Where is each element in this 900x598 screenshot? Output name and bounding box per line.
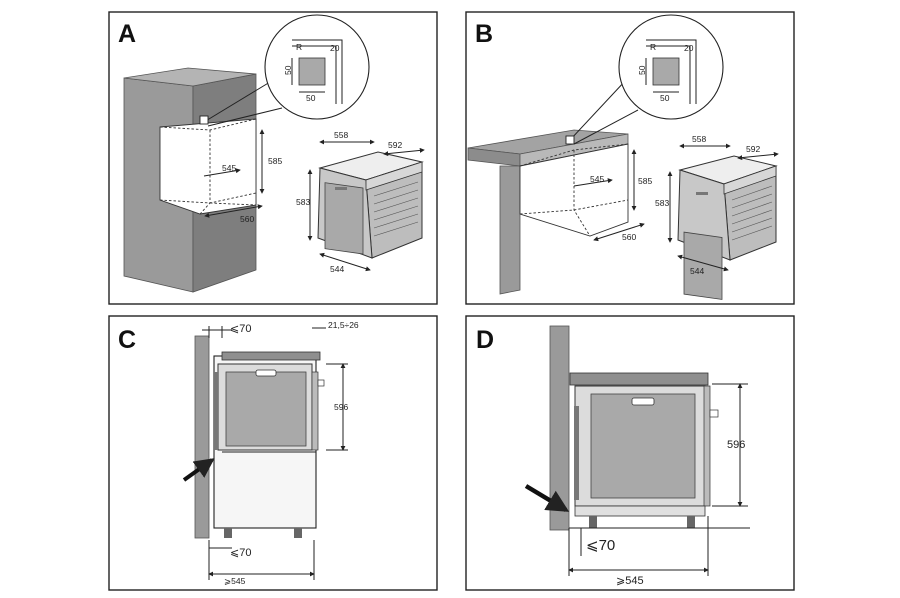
height-c-label: 596: [334, 402, 348, 412]
panel-c-letter: C: [118, 326, 136, 354]
panel-b-frame: [465, 11, 795, 305]
oven-height-label: 583: [296, 197, 310, 207]
niche-b-depth-label: 545: [590, 174, 604, 184]
panel-a: A 585 545 560 R 20: [108, 11, 438, 305]
detail-callout: R 20 50 50: [264, 14, 370, 120]
oven-b: [677, 155, 778, 300]
oven-c: [214, 363, 325, 451]
height-d-label: 596: [727, 439, 745, 451]
wall-c: [194, 335, 210, 539]
gap-top-label: ⩽70: [230, 323, 251, 335]
detail-radius-label: R: [296, 42, 302, 52]
gap-bottom-d-label: ⩽70: [586, 537, 615, 554]
column-cabinet: [123, 67, 257, 293]
detail-b-radius-label: R: [650, 42, 656, 52]
panel-c: C ⩽70 21,5÷26 596 ⩽70: [108, 315, 438, 591]
panel-a-letter: A: [118, 20, 136, 48]
detail-offset-label: 20: [330, 43, 340, 53]
vent-arrow-d: [524, 484, 570, 512]
oven-d: [574, 385, 719, 517]
depth-c-label: ⩾545: [224, 576, 246, 586]
oven-b-depth-label: 592: [746, 144, 760, 154]
oven-width-top-label: 558: [334, 130, 348, 140]
wall-d: [549, 325, 570, 531]
oven-depth-label: 592: [388, 140, 402, 150]
gap-bottom-label: ⩽70: [230, 547, 251, 559]
oven-a: [317, 151, 424, 259]
panel-b-letter: B: [475, 20, 493, 48]
niche-b-height-label: 585: [638, 176, 652, 186]
oven-b-height-label: 583: [655, 198, 669, 208]
oven-b-width-top-label: 558: [692, 134, 706, 144]
gap-side-label: 21,5÷26: [328, 320, 359, 330]
panel-d: D 596 ⩽70 ⩾545: [465, 315, 795, 591]
depth-d-label: ⩾545: [616, 575, 644, 587]
vent-arrow-c: [182, 458, 215, 482]
niche-b-width-label: 560: [622, 232, 636, 242]
oven-b-width-bottom-label: 544: [690, 266, 704, 276]
panel-c-frame: [108, 315, 438, 591]
detail-height-label: 50: [283, 65, 293, 75]
panel-d-frame: [465, 315, 795, 591]
niche-width-label: 560: [240, 214, 254, 224]
panel-b: B 585 545 560 R 20 50: [465, 11, 795, 305]
niche-depth-label: 545: [222, 163, 236, 173]
panel-d-letter: D: [476, 326, 494, 354]
detail-b-width-label: 50: [660, 93, 670, 103]
detail-b-height-label: 50: [637, 65, 647, 75]
detail-callout-b: R 20 50 50: [618, 14, 724, 120]
detail-b-offset-label: 20: [684, 43, 694, 53]
worktop: [467, 129, 629, 295]
detail-width-label: 50: [306, 93, 316, 103]
niche-height-label: 585: [268, 156, 282, 166]
worktop-d: [569, 372, 709, 386]
oven-width-bottom-label: 544: [330, 264, 344, 274]
panel-a-frame: [108, 11, 438, 305]
